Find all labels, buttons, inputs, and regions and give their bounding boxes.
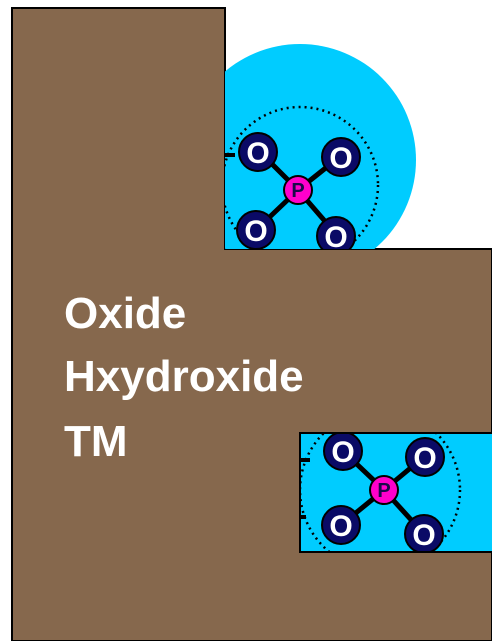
svg-text:P: P: [291, 180, 304, 202]
phosphate-lower: O O O O P: [300, 433, 492, 552]
phosphate-upper: O O O O P: [225, 44, 416, 254]
oxygen-atom: O: [405, 437, 445, 477]
pocket-outline: [299, 432, 492, 553]
phosphorus-atom: P: [369, 475, 399, 505]
oxygen-atom: O: [323, 433, 363, 471]
svg-text:O: O: [413, 442, 436, 475]
oxygen-atom: O: [404, 514, 444, 552]
boundary-circle: [225, 105, 380, 249]
svg-text:P: P: [377, 480, 390, 502]
oxygen-atom: O: [321, 505, 361, 545]
substrate-label-line3: TM: [64, 417, 128, 466]
substrate-label-line2: Hxydroxide: [64, 352, 304, 401]
oxygen-atom: O: [236, 210, 276, 249]
boundary-circle: [300, 433, 462, 552]
oxygen-atom: O: [316, 216, 356, 254]
svg-text:O: O: [324, 221, 347, 254]
svg-text:O: O: [244, 215, 267, 248]
oxygen-atom: O: [238, 132, 278, 172]
svg-text:O: O: [331, 436, 354, 469]
hydration-sphere: [225, 44, 416, 249]
svg-text:O: O: [329, 142, 352, 175]
svg-text:O: O: [412, 519, 435, 552]
phosphorus-atom: P: [283, 175, 313, 205]
svg-text:O: O: [246, 137, 269, 170]
substrate-label-line1: Oxide: [64, 289, 186, 338]
oxygen-atom: O: [321, 137, 361, 177]
svg-text:O: O: [329, 510, 352, 543]
